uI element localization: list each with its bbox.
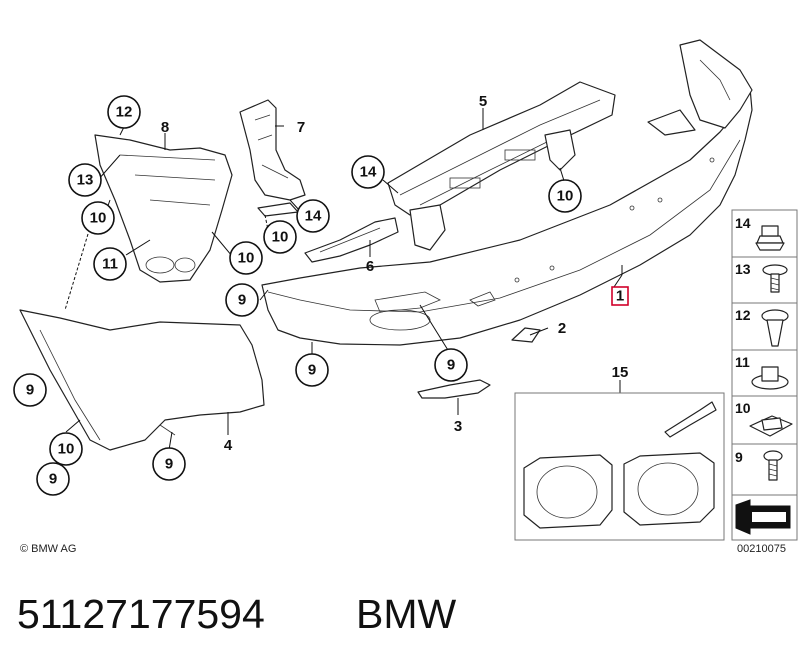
svg-text:10: 10	[58, 441, 75, 458]
callout-10-bracket: 10	[229, 241, 263, 275]
svg-text:8: 8	[161, 119, 169, 136]
left-corner-trim-part	[19, 309, 265, 451]
svg-text:14: 14	[305, 208, 322, 225]
svg-text:11: 11	[102, 256, 118, 273]
legend-label-10: 10	[735, 400, 751, 416]
fog-light-frame-panel	[514, 392, 725, 541]
svg-text:5: 5	[479, 93, 487, 110]
brand-name: BMW	[356, 591, 457, 637]
svg-text:9: 9	[238, 292, 246, 309]
callout-10-left-upper: 10	[81, 201, 115, 235]
flange-nut-icon	[751, 366, 789, 390]
side-bracket-part	[239, 99, 306, 217]
callout-9-corner: 9	[13, 373, 47, 407]
callout-6: 6	[366, 258, 374, 275]
svg-text:7: 7	[297, 119, 305, 136]
callout-10-carrier: 10	[548, 179, 582, 213]
callout-3: 3	[454, 418, 462, 435]
callout-7: 7	[297, 119, 305, 136]
legend-label-11: 11	[735, 354, 750, 370]
direction-arrow-icon	[735, 499, 791, 535]
callout-5: 5	[479, 93, 487, 110]
leader-lines	[64, 108, 623, 451]
svg-text:10: 10	[90, 210, 107, 227]
guide-bracket-part	[304, 217, 399, 263]
callout-9-bumper-center: 9	[434, 348, 468, 382]
reflector-strip-part	[417, 379, 491, 399]
callout-1-highlighted: 1	[611, 286, 629, 306]
svg-text:14: 14	[360, 164, 377, 181]
callout-11: 11	[93, 247, 127, 281]
svg-text:4: 4	[224, 437, 233, 454]
svg-text:10: 10	[272, 229, 289, 246]
callout-9-corner-right: 9	[152, 447, 186, 481]
clip-nut-icon	[755, 225, 785, 251]
callout-10-mid: 10	[263, 220, 297, 254]
hex-bolt-icon	[762, 264, 788, 293]
svg-text:12: 12	[116, 104, 133, 121]
callout-9-bumper-left: 9	[225, 283, 259, 317]
part-number: 51127177594	[17, 591, 265, 637]
svg-text:9: 9	[308, 362, 316, 379]
svg-text:9: 9	[447, 357, 455, 374]
legend-label-13: 13	[735, 261, 751, 277]
callout-2: 2	[558, 320, 566, 337]
speed-nut-icon	[749, 415, 793, 437]
svg-text:6: 6	[366, 258, 374, 275]
svg-text:9: 9	[26, 382, 34, 399]
svg-text:15: 15	[612, 364, 629, 381]
callout-4: 4	[224, 437, 233, 454]
legend-label-14: 14	[735, 215, 751, 231]
svg-text:1: 1	[616, 288, 624, 305]
svg-text:10: 10	[557, 188, 574, 205]
expanding-rivet-icon	[761, 309, 789, 347]
callout-10-corner: 10	[49, 432, 83, 466]
svg-text:3: 3	[454, 418, 462, 435]
callout-14-carrier: 14	[351, 155, 385, 189]
bumper-carrier-part	[387, 81, 616, 251]
copyright-text: © BMW AG	[20, 543, 76, 555]
legend-label-12: 12	[735, 307, 751, 323]
rear-bumper-part	[261, 39, 753, 346]
left-bracket-part	[94, 134, 233, 283]
callout-15: 15	[612, 364, 629, 381]
callout-13: 13	[68, 163, 102, 197]
callout-14-upper: 14	[296, 199, 330, 233]
screw-icon	[763, 450, 783, 481]
svg-text:2: 2	[558, 320, 566, 337]
callout-9-corner-bottom: 9	[36, 462, 70, 496]
svg-text:9: 9	[165, 456, 173, 473]
callout-9-bumper-bottom: 9	[295, 353, 329, 387]
callout-8: 8	[161, 119, 169, 136]
callout-12: 12	[107, 95, 141, 129]
tow-hook-cover-part	[511, 327, 541, 343]
fastener-legend: 14 13 12 11 10 9	[731, 209, 798, 541]
legend-label-9: 9	[735, 449, 743, 465]
svg-text:9: 9	[49, 471, 57, 488]
svg-text:10: 10	[238, 250, 255, 267]
svg-text:13: 13	[77, 172, 94, 189]
diagram-code: 00210075	[737, 543, 786, 555]
